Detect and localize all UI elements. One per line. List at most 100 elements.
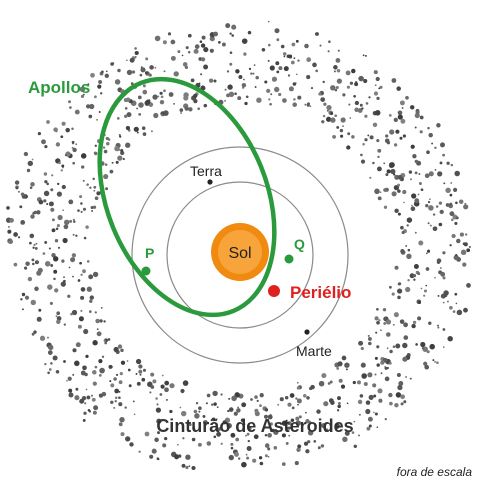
- asteroid-dot: [434, 276, 436, 279]
- asteroid-dot: [51, 218, 55, 222]
- asteroid-dot: [439, 161, 443, 165]
- asteroid-dot: [94, 196, 99, 201]
- asteroid-dot: [105, 70, 108, 73]
- asteroid-dot: [393, 143, 398, 147]
- asteroid-dot: [345, 368, 348, 371]
- asteroid-dot: [326, 109, 329, 112]
- asteroid-dot: [126, 112, 132, 118]
- asteroid-dot: [348, 103, 351, 106]
- asteroid-dot: [373, 394, 377, 398]
- asteroid-dot: [70, 312, 73, 316]
- asteroid-dot: [253, 64, 256, 66]
- asteroid-dot: [346, 402, 349, 405]
- asteroid-dot: [101, 355, 105, 359]
- asteroid-dot: [173, 71, 179, 77]
- asteroid-dot: [358, 434, 360, 437]
- asteroid-dot: [85, 388, 88, 391]
- asteroid-dot: [29, 186, 33, 189]
- asteroid-dot: [168, 92, 174, 97]
- asteroid-dot: [306, 75, 311, 80]
- asteroid-dot: [376, 139, 380, 143]
- asteroid-dot: [292, 102, 297, 107]
- asteroid-dot: [324, 428, 329, 433]
- asteroid-dot: [405, 376, 408, 378]
- asteroid-dot: [118, 402, 123, 407]
- asteroid-dot: [373, 70, 378, 75]
- asteroid-dot: [150, 385, 155, 389]
- asteroid-dot: [372, 161, 375, 165]
- asteroid-dot: [394, 403, 399, 408]
- earth-orbit: [166, 181, 314, 329]
- asteroid-dot: [36, 210, 41, 215]
- asteroid-dot: [56, 224, 60, 228]
- asteroid-dot: [396, 373, 401, 377]
- asteroid-dot: [412, 154, 417, 159]
- asteroid-dot: [417, 193, 420, 196]
- asteroid-dot: [383, 162, 386, 165]
- asteroid-dot: [115, 160, 119, 164]
- asteroid-dot: [142, 368, 147, 372]
- asteroid-dot: [190, 78, 195, 83]
- asteroid-dot: [270, 93, 273, 96]
- asteroid-dot: [420, 287, 423, 290]
- asteroid-dot: [414, 231, 417, 234]
- asteroid-dot: [318, 92, 322, 96]
- asteroid-dot: [61, 184, 66, 190]
- asteroid-dot: [187, 33, 192, 38]
- asteroid-dot: [9, 218, 14, 223]
- asteroid-dot: [390, 168, 396, 175]
- asteroid-dot: [132, 400, 135, 403]
- asteroid-dot: [79, 86, 86, 92]
- asteroid-dot: [447, 335, 453, 342]
- asteroid-dot: [353, 444, 358, 449]
- asteroid-dot: [68, 266, 71, 269]
- asteroid-dot: [374, 188, 380, 195]
- asteroid-dot: [450, 163, 454, 167]
- asteroid-dot: [297, 95, 302, 100]
- asteroid-dot: [134, 50, 139, 56]
- asteroid-dot: [463, 307, 468, 313]
- asteroid-dot: [256, 399, 259, 402]
- asteroid-dot: [193, 93, 198, 99]
- asteroid-dot: [136, 131, 139, 134]
- asteroid-dot: [43, 199, 47, 203]
- asteroid-dot: [264, 408, 269, 412]
- asteroid-dot: [281, 433, 286, 438]
- asteroid-dot: [414, 198, 420, 204]
- asteroid-dot: [372, 383, 377, 388]
- asteroid-dot: [118, 396, 121, 400]
- asteroid-dot: [454, 221, 458, 225]
- asteroid-dot: [313, 440, 317, 443]
- asteroid-dot: [38, 308, 42, 312]
- asteroid-dot: [89, 295, 95, 300]
- asteroid-dot: [385, 173, 389, 177]
- asteroid-dot: [98, 393, 104, 398]
- asteroid-dot: [96, 328, 99, 331]
- asteroid-dot: [388, 392, 393, 398]
- asteroid-dot: [402, 342, 408, 349]
- asteroid-dot: [41, 139, 46, 145]
- asteroid-dot: [353, 420, 356, 423]
- asteroid-dot: [80, 94, 85, 99]
- asteroid-dot: [411, 323, 416, 329]
- asteroid-dot: [150, 130, 153, 133]
- asteroid-dot: [150, 372, 155, 377]
- asteroid-dot: [148, 73, 152, 77]
- asteroid-dot: [125, 125, 131, 131]
- asteroid-dot: [91, 397, 96, 402]
- asteroid-dot: [401, 230, 405, 235]
- asteroid-dot: [149, 454, 154, 459]
- asteroid-dot: [429, 198, 431, 201]
- asteroid-dot: [283, 55, 286, 58]
- asteroid-dot: [271, 76, 278, 82]
- asteroid-dot: [182, 380, 189, 386]
- asteroid-dot: [246, 456, 250, 460]
- asteroid-dot: [254, 408, 259, 413]
- asteroid-dot: [92, 271, 99, 278]
- asteroid-dot: [405, 95, 409, 100]
- asteroid-dot: [118, 380, 123, 385]
- asteroid-dot: [180, 388, 185, 394]
- asteroid-dot: [275, 89, 278, 92]
- asteroid-dot: [25, 261, 30, 266]
- asteroid-dot: [220, 428, 223, 431]
